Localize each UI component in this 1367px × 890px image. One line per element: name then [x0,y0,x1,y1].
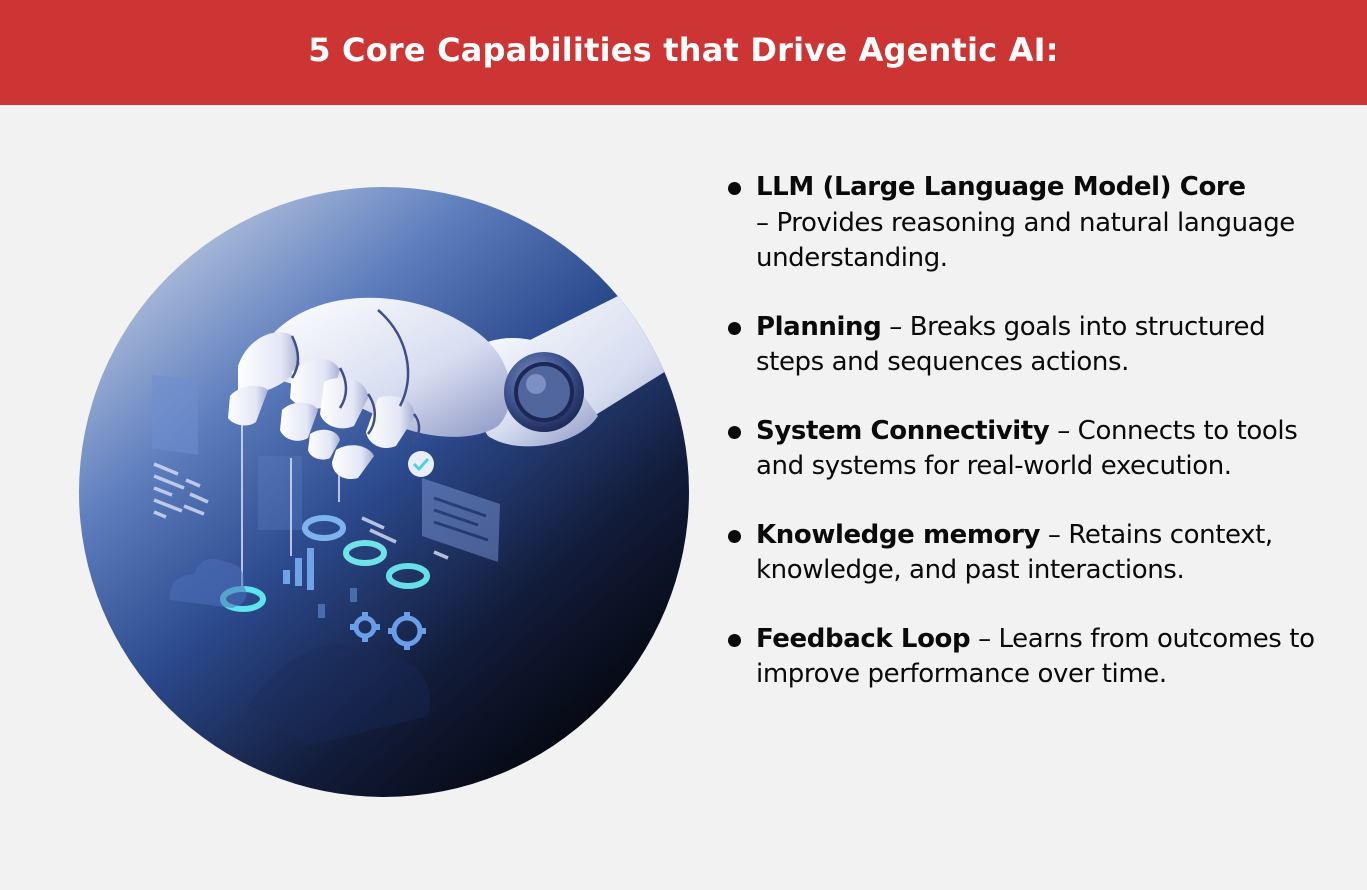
capability-name: System Connectivity [756,415,1050,446]
bullet-icon [728,633,741,647]
document-icon [152,374,302,530]
data-lines [153,462,449,560]
page-title: 5 Core Capabilities that Drive Agentic A… [308,30,1059,69]
capability-item-feedback-loop: Feedback Loop – Learns from outcomes to … [726,622,1326,693]
capability-item-system-connectivity: System Connectivity – Connects to tools … [726,414,1326,485]
capability-item-planning: Planning – Breaks goals into structured … [726,310,1326,381]
capability-name: LLM (Large Language Model) Core [756,172,1246,202]
capability-list: LLM (Large Language Model) Core – Provid… [726,170,1326,693]
capability-description: – Provides reasoning and natural languag… [756,207,1295,274]
robot-hand-illustration [79,187,689,797]
bar-chart-icon [283,548,357,618]
screen-panel [422,478,500,562]
capability-description: – Connects to tools and systems for real… [756,415,1298,482]
ring-node-icon [220,515,430,612]
header-banner: 5 Core Capabilities that Drive Agentic A… [0,0,1367,105]
bullet-icon [728,182,741,195]
bullet-icon [728,321,741,335]
capability-name: Knowledge memory [756,519,1041,550]
bullet-icon [728,529,741,543]
capability-name: Planning [756,311,882,342]
capability-description: – Breaks goals into structured steps and… [756,311,1266,378]
capability-item-knowledge-memory: Knowledge memory – Retains context, know… [726,518,1326,589]
capability-description: – Retains context, knowledge, and past i… [756,519,1273,586]
capability-description: – Learns from outcomes to improve perfor… [756,623,1315,690]
bullet-icon [728,425,741,439]
capability-item-llm-core: LLM (Large Language Model) Core – Provid… [726,170,1326,277]
capability-name: Feedback Loop [756,623,971,654]
checkmark-icon [408,451,434,477]
cloud-icon [169,558,247,608]
